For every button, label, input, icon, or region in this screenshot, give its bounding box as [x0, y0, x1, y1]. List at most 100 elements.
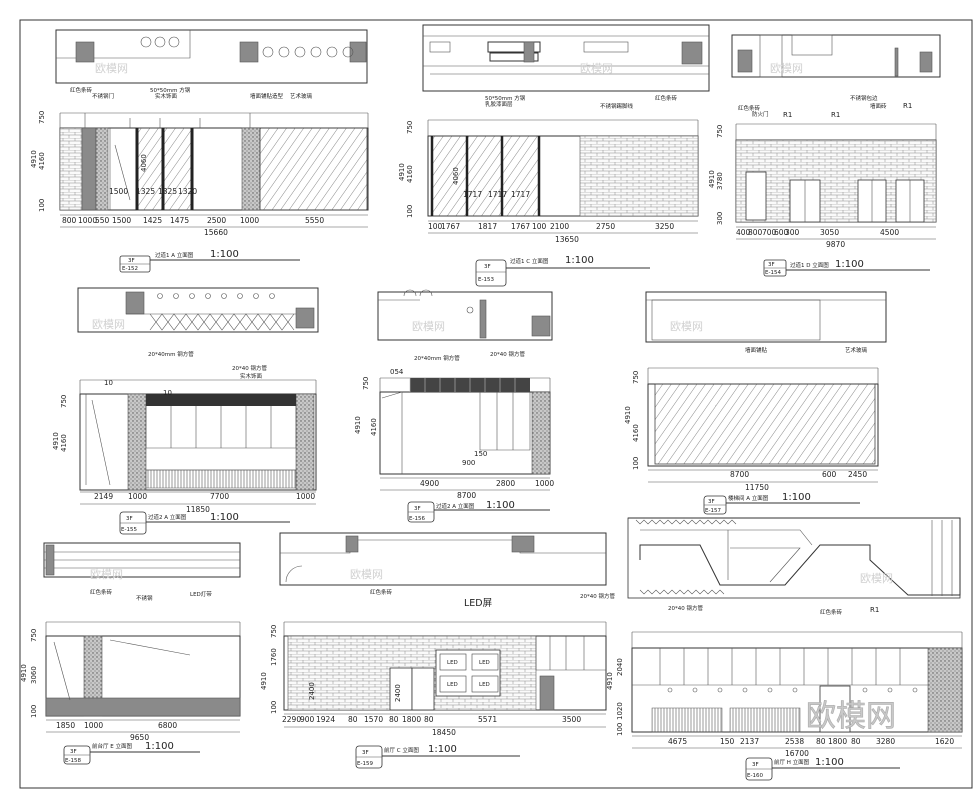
e-title: 前台厅 E 立面图 [92, 742, 132, 750]
c-inner-1: 1717 [488, 190, 507, 199]
za2-extra-0: 900 [462, 459, 475, 467]
note-e-0: 红色条砖 [90, 588, 113, 596]
a-seg-3: 1500 [112, 216, 131, 225]
a-scale: 1:100 [210, 249, 239, 260]
lvl-e-2: 4910 [20, 664, 28, 682]
watermark-za2: 欧模网 [412, 320, 445, 333]
cc-led-box-2: LED [447, 682, 458, 688]
ga-title: 楼梯间 A 立面图 [728, 494, 769, 502]
cc-door-h-0: 2400 [308, 682, 316, 700]
note-cc-0: 红色条砖 [370, 588, 393, 596]
a-seg-4: 1425 [143, 216, 162, 225]
ga-code: E-157 [705, 508, 721, 514]
note-ga-0: 墙面铺贴 [745, 346, 768, 354]
h-label: R1 [870, 606, 879, 614]
c-seg-4: 100 [532, 222, 547, 231]
h-seg-8: 1620 [935, 737, 954, 746]
h-scale: 1:100 [815, 757, 844, 768]
d-seg-6: 4500 [880, 228, 899, 237]
a-height-label: 4060 [140, 154, 148, 172]
note-ga-1: 艺术玻璃 [845, 346, 868, 354]
note-a-4: 墙面铺贴造型 [250, 92, 284, 100]
cc-led-box-1: LED [479, 660, 490, 666]
za-seg-2: 7700 [210, 492, 229, 501]
c-title: 过道1 C 立面图 [510, 257, 549, 265]
panel-ga: 欧模网 墙面铺贴 艺术玻璃 750 4160 4910 100 8700 600… [624, 291, 887, 515]
cc-title: 前厅 C 立面图 [384, 746, 419, 754]
cc-seg-2: 1924 [316, 715, 335, 724]
lvl-c-3: 100 [406, 205, 414, 218]
a-seg-6: 2500 [207, 216, 226, 225]
d-seg-5: 3050 [820, 228, 839, 237]
note-a-1: 不锈钢门 [92, 92, 114, 100]
za2-title: 过道2 A 立面图 [436, 502, 475, 510]
watermark-za: 欧模网 [92, 318, 125, 331]
e-seg-0: 1850 [56, 721, 75, 730]
za2-seg-2: 1000 [535, 479, 554, 488]
watermark-ga: 欧模网 [670, 320, 703, 333]
watermark-logo: 欧模网 [806, 699, 896, 734]
panel-c: 欧模网 50*50mm 方钢 乳胶漆面层 不锈钢踢脚线 红色条砖 750 416… [398, 24, 710, 287]
d-scale: 1:100 [835, 259, 864, 270]
h-floor: 3F [752, 762, 759, 768]
a-total: 15660 [204, 228, 228, 237]
watermark-c: 欧模网 [580, 62, 613, 75]
lvl-za-2: 4910 [52, 432, 60, 450]
lvl-d-3: 300 [716, 212, 724, 225]
lvl-d-0: 750 [716, 125, 724, 138]
c-floor: 3F [484, 264, 491, 270]
d-label-0: R1 [783, 111, 792, 119]
note-h-1: 红色条砖 [820, 608, 843, 616]
c-seg-7: 3250 [655, 222, 674, 231]
watermark-h: 欧模网 [860, 572, 893, 585]
c-seg-1: 1767 [441, 222, 460, 231]
e-seg-2: 6800 [158, 721, 177, 730]
d-label-2: R1 [903, 102, 912, 110]
za-code: E-155 [121, 527, 137, 533]
cc-seg-9: 3500 [562, 715, 581, 724]
c-inner-2: 1717 [511, 190, 530, 199]
ga-seg-0: 8700 [730, 470, 749, 479]
lvl-za2-1: 4160 [370, 418, 378, 436]
ga-scale: 1:100 [782, 492, 811, 503]
cc-seg-0: 2290 [282, 715, 301, 724]
note-za-0: 20*40mm 钢方管 [148, 350, 194, 358]
d-seg-4: 300 [785, 228, 800, 237]
lvl-ga-3: 100 [632, 457, 640, 470]
note-d-2: 不锈钢包边 [850, 94, 878, 102]
lvl-cc-3: 100 [270, 701, 278, 714]
lvl-ga-1: 4160 [632, 424, 640, 442]
a-seg-8: 5550 [305, 216, 324, 225]
h-seg-2: 2137 [740, 737, 759, 746]
h-total: 16700 [785, 749, 809, 758]
panel-e: 欧模网 红色条砖 LED灯带 不锈钢 750 3060 4910 100 185… [20, 542, 241, 765]
za-scale: 1:100 [210, 512, 239, 523]
d-seg-3: 600 [774, 228, 789, 237]
e-total: 9650 [130, 733, 149, 742]
lvl-za-1: 4160 [60, 434, 68, 452]
lvl-h-1: 4910 [606, 672, 614, 690]
za2-floor: 3F [414, 506, 421, 512]
c-seg-2: 1817 [478, 222, 497, 231]
d-floor: 3F [768, 262, 775, 268]
note-c-1: 乳胶漆面层 [485, 100, 513, 108]
cc-seg-1: 900 [300, 715, 315, 724]
za2-extra-2: 054 [390, 368, 404, 376]
lvl-d-2: 4910 [708, 170, 716, 188]
lvl-c-0: 750 [406, 121, 414, 134]
cc-led-box-3: LED [479, 682, 490, 688]
ga-seg-1: 600 [822, 470, 837, 479]
cc-led-box-0: LED [447, 660, 458, 666]
lvl-e-0: 750 [30, 629, 38, 642]
a-inner-1: 1325 [136, 187, 155, 196]
za-seg-3: 1000 [296, 492, 315, 501]
c-code: E-153 [478, 277, 494, 283]
note-d-3: 墙面砖 [870, 102, 887, 110]
a-seg-1: 1000 [78, 216, 97, 225]
c-seg-0: 100 [428, 222, 443, 231]
note-c-2: 不锈钢踢脚线 [600, 102, 634, 110]
lvl-h-0: 2040 [616, 658, 624, 676]
za-floor: 3F [126, 516, 133, 522]
za2-code: E-156 [409, 516, 425, 522]
a-inner-3: 1320 [178, 187, 197, 196]
